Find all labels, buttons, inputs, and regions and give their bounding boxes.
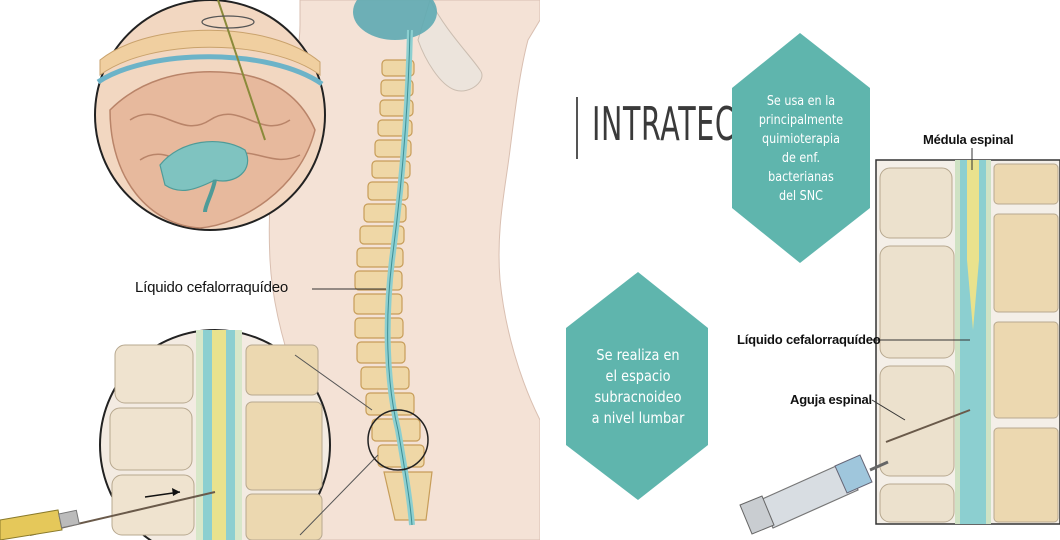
label-needle: Aguja espinal [790, 392, 872, 407]
hex-top-line: Se usa en la [747, 92, 855, 111]
hex-left-line: Se realiza en [581, 345, 695, 366]
hex-left-line: el espacio [581, 366, 695, 387]
page-title: INTRATECAL [592, 97, 772, 151]
hex-top-line: principalmente [747, 111, 855, 130]
leader-line [872, 400, 905, 420]
hex-top-line: bacterianas [747, 168, 855, 187]
label-medulla: Médula espinal [923, 132, 1013, 147]
hex-top-line: quimioterapia [747, 130, 855, 149]
spine-section-right [876, 160, 1060, 524]
hexagon-left-text: Se realiza en el espacio subracnoideo a … [581, 345, 695, 429]
label-csf-left: Líquido cefalorraquídeo [135, 279, 288, 296]
brain-inset [95, 0, 325, 230]
hex-top-line: de enf. [747, 149, 855, 168]
label-csf-right: Líquido cefalorraquídeo [737, 332, 880, 347]
title-accent-bar [576, 97, 578, 159]
lumbar-inset [30, 330, 330, 540]
hex-top-line: del SNC [747, 187, 855, 206]
hexagon-top-text: Se usa en la principalmente quimioterapi… [747, 92, 855, 206]
syringe-right [740, 455, 888, 534]
hex-left-line: subracnoideo [581, 387, 695, 408]
hex-left-line: a nivel lumbar [581, 408, 695, 429]
syringe-left [0, 510, 79, 540]
left-illustration [0, 0, 540, 540]
